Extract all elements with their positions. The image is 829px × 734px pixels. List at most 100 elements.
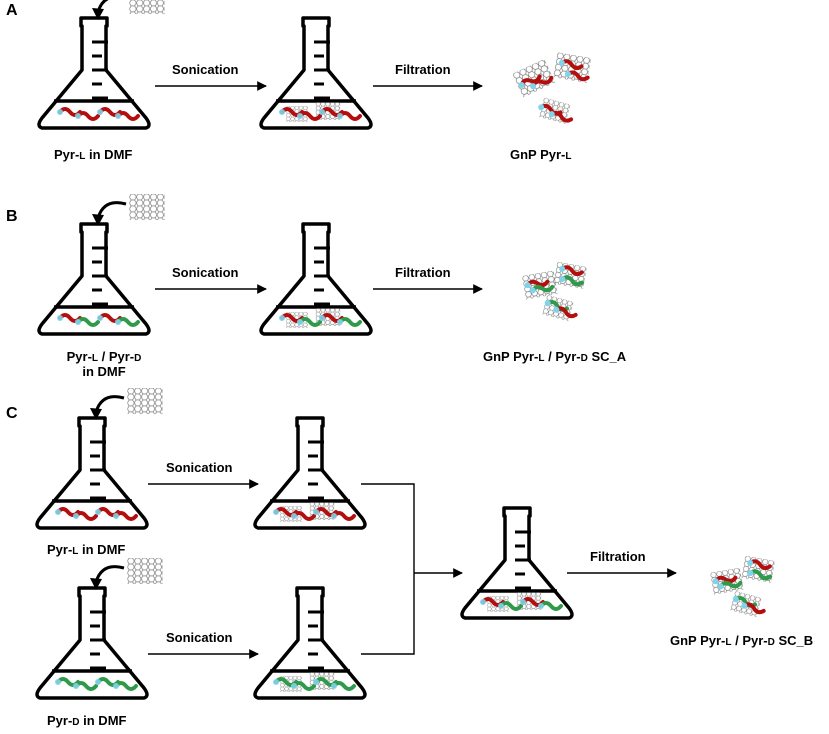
pyrene-group [518, 81, 525, 88]
label-part: / Pyr- [731, 633, 768, 648]
pyrene-group [559, 276, 566, 283]
peptide-strand [298, 111, 322, 121]
pyrene-group [75, 319, 81, 325]
peptide-strand [338, 317, 362, 327]
peptide-strand [74, 511, 98, 521]
peptide-strand [332, 681, 356, 691]
step-label-filtration-c: Filtration [590, 549, 646, 564]
flask-outline [37, 16, 151, 130]
label-part: SC_B [774, 633, 814, 648]
pyrene-group [97, 315, 103, 321]
pyrene-group [291, 513, 297, 519]
peptide-strand [713, 575, 738, 584]
peptide-strand [332, 511, 356, 521]
peptide-strand [560, 275, 585, 287]
peptide-strand [525, 279, 550, 288]
peptide-strand [559, 59, 584, 70]
pyrene-group [113, 513, 119, 519]
pyrene-group [480, 599, 486, 605]
pyrene-group [732, 596, 739, 603]
product-c-flake [741, 555, 775, 583]
peptide-strand [742, 602, 766, 615]
label-part: SC_A [587, 349, 627, 364]
peptide-strand [748, 569, 773, 581]
pyrene-group [747, 570, 754, 577]
peptide-strand [114, 511, 138, 521]
pyrene-group [95, 509, 101, 515]
product-a-flake [538, 97, 574, 124]
graphene-flake [127, 388, 163, 414]
pyrene-group [55, 509, 61, 515]
start-label-b: Pyr-L / Pyr-D in DMF [44, 349, 164, 379]
product-c-flake [730, 590, 766, 618]
flask-b-start [37, 194, 165, 336]
product-label-c: GnP Pyr-L / Pyr-D SC_B [670, 633, 813, 648]
pyrene-group [279, 109, 285, 115]
label-part: Pyr- [66, 349, 92, 364]
start-label-b-line2: in DMF [82, 364, 126, 379]
flask-c-mixed [460, 506, 574, 620]
flask-c-top-sonicated [253, 416, 367, 530]
label-part: Pyr- [47, 713, 73, 728]
label-part: L [538, 353, 545, 364]
start-label-c-top: Pyr-L in DMF [47, 542, 125, 557]
start-label-c-bottom: Pyr-D in DMF [47, 713, 126, 728]
label-part: D [72, 717, 80, 728]
pyrene-group [529, 287, 536, 294]
step-label-filtration-b: Filtration [395, 265, 451, 280]
pyrene-group [75, 113, 81, 119]
label-part: / Pyr- [544, 349, 581, 364]
pyrene-group [313, 509, 319, 515]
pyrene-group [538, 603, 544, 609]
pyrene-group [297, 113, 303, 119]
flasks [35, 0, 574, 700]
label-part: D [767, 637, 775, 648]
label-part: in DMF [78, 542, 126, 557]
step-label-sonication-c-bottom: Sonication [166, 630, 233, 645]
peptide-strand [748, 559, 772, 571]
pyrene-group [538, 104, 545, 111]
pyrene-group [553, 306, 560, 313]
pyrene-group [73, 683, 79, 689]
step-label-sonication-c-top: Sonication [166, 460, 233, 475]
pyrene-group [273, 679, 279, 685]
addition-arrowhead [90, 578, 102, 590]
label-part: in DMF [79, 713, 127, 728]
pyrene-group [337, 113, 343, 119]
addition-arrowhead [90, 408, 102, 420]
pyrene-group [498, 603, 504, 609]
pyrene-group [319, 315, 325, 321]
flask-outline [35, 586, 149, 700]
flask-c-bottom-sonicated [253, 586, 367, 700]
peptide-strand [530, 284, 555, 293]
process-arrows [148, 81, 677, 659]
peptide-strand [292, 511, 316, 521]
pyrene-group [57, 315, 63, 321]
pyrene-group [113, 683, 119, 689]
product-a-flake [553, 52, 592, 84]
peptide-strand [531, 75, 554, 89]
start-label-b-line1: Pyr-L / Pyr-D [44, 349, 164, 364]
flask-b-sonicated [259, 222, 373, 336]
pyrene-group [57, 109, 63, 115]
product-b-flake [553, 261, 587, 289]
label-part: / Pyr- [98, 349, 135, 364]
step-label-sonication-a: Sonication [172, 62, 239, 77]
pyrene-group [524, 282, 531, 289]
label-part: L [725, 637, 732, 648]
pyrene-group [297, 319, 303, 325]
label-part: D [580, 353, 588, 364]
pyrene-group [747, 559, 754, 566]
pyrene-group [115, 113, 121, 119]
graphene-flake [129, 0, 165, 14]
pyrene-group [559, 265, 566, 272]
flask-outline [35, 416, 149, 530]
peptide-strand [499, 601, 523, 611]
label-part: L [79, 151, 86, 162]
pyrene-group [331, 513, 337, 519]
pyrene-group [530, 83, 537, 90]
label-part: Pyr- [54, 147, 80, 162]
graphene-flake [512, 58, 556, 98]
pyrene-group [55, 679, 61, 685]
pyrene-group [279, 315, 285, 321]
